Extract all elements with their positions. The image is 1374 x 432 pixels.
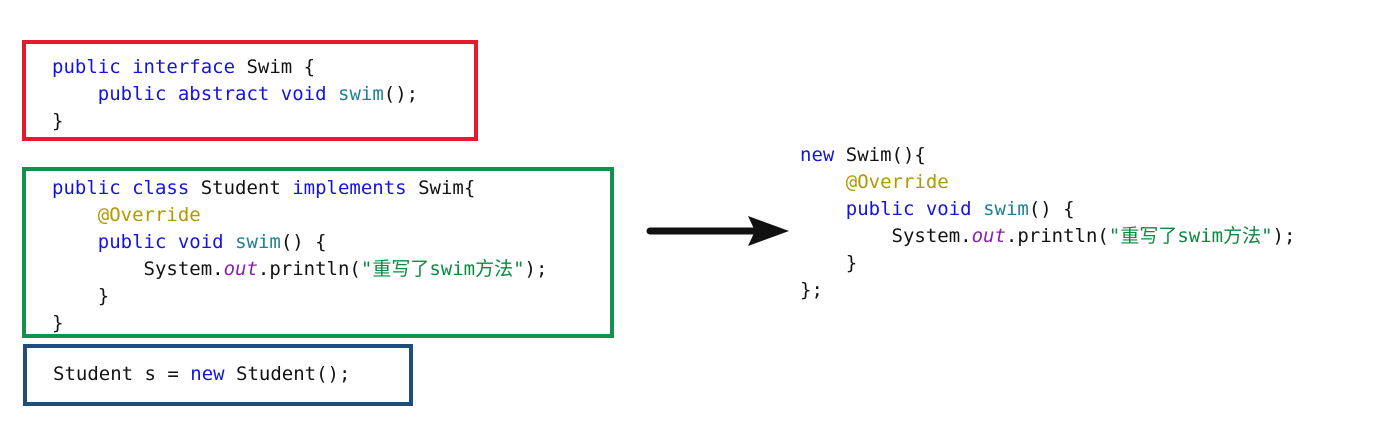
interface-code-box: public interface Swim { public abstract … xyxy=(22,40,478,141)
code-token xyxy=(52,204,98,226)
code-token: public void xyxy=(97,231,224,253)
code-token xyxy=(327,83,338,105)
arrow-right-icon xyxy=(646,216,789,246)
code-line: } xyxy=(800,250,1295,277)
instantiation-code: Student s = new Student(); xyxy=(53,361,409,388)
code-line: new Swim(){ xyxy=(800,142,1295,169)
code-token: Swim(){ xyxy=(834,144,926,166)
code-line: @Override xyxy=(800,169,1295,196)
code-token xyxy=(52,83,98,105)
code-token: out xyxy=(971,225,1006,247)
instantiation-code-box: Student s = new Student(); xyxy=(23,344,413,406)
code-token: ); xyxy=(1272,225,1296,247)
code-line: }; xyxy=(800,277,1295,304)
code-line: } xyxy=(52,108,474,135)
student-class-code: public class Student implements Swim{ @O… xyxy=(52,175,610,337)
code-token: swim xyxy=(983,198,1029,220)
code-token xyxy=(800,198,846,220)
code-token xyxy=(52,231,98,253)
anonymous-class-code: new Swim(){ @Override public void swim()… xyxy=(800,142,1295,304)
code-line: } xyxy=(52,310,610,337)
code-token: @Override xyxy=(845,171,949,193)
code-token: } xyxy=(52,285,110,307)
code-token: } xyxy=(800,252,858,274)
code-line: Student s = new Student(); xyxy=(53,361,409,388)
code-token: () { xyxy=(1028,198,1075,220)
code-token xyxy=(972,198,983,220)
code-line: public abstract void swim(); xyxy=(52,81,474,108)
code-token: swim xyxy=(235,231,281,253)
code-token: () { xyxy=(280,231,327,253)
code-token: }; xyxy=(800,279,823,301)
code-line: } xyxy=(52,283,610,310)
code-token: implements xyxy=(292,177,407,199)
code-token: System. xyxy=(52,258,224,280)
code-line: public void swim() { xyxy=(52,229,610,256)
code-token: "重写了swim方法" xyxy=(1108,225,1273,247)
code-token: public abstract void xyxy=(97,83,327,105)
code-token xyxy=(800,171,846,193)
code-token: Student(); xyxy=(224,363,351,385)
code-token: Student xyxy=(189,177,293,199)
code-token: } xyxy=(52,312,64,334)
code-token: Swim{ xyxy=(406,177,476,199)
code-line: System.out.println("重写了swim方法"); xyxy=(52,256,610,283)
code-line: public interface Swim { xyxy=(52,54,474,81)
code-token: new xyxy=(190,363,225,385)
code-token: Student s = xyxy=(53,363,191,385)
code-token xyxy=(224,231,235,253)
code-token: .println( xyxy=(257,258,361,280)
code-token: } xyxy=(52,110,64,132)
code-token: ); xyxy=(524,258,548,280)
code-line: System.out.println("重写了swim方法"); xyxy=(800,223,1296,250)
code-token: public interface xyxy=(52,56,236,78)
code-token: @Override xyxy=(97,204,201,226)
code-line: @Override xyxy=(52,202,610,229)
code-line: public class Student implements Swim{ xyxy=(52,175,610,202)
code-token: swim xyxy=(338,83,384,105)
code-token: .println( xyxy=(1005,225,1109,247)
interface-code: public interface Swim { public abstract … xyxy=(52,54,474,135)
code-token: "重写了swim方法" xyxy=(360,258,525,280)
code-token: Swim { xyxy=(235,56,316,78)
code-token: new xyxy=(800,144,835,166)
student-class-code-box: public class Student implements Swim{ @O… xyxy=(22,167,614,338)
code-token: out xyxy=(223,258,258,280)
code-line: public void swim() { xyxy=(800,196,1295,223)
code-token: public void xyxy=(845,198,972,220)
code-token: public class xyxy=(52,177,190,199)
code-token: (); xyxy=(383,83,419,105)
code-token: System. xyxy=(800,225,972,247)
